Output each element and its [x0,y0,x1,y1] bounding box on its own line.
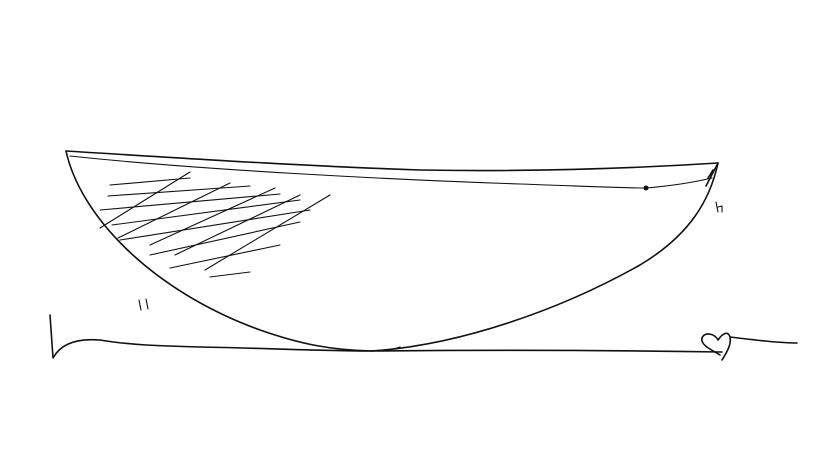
small-mark [138,298,149,311]
small-mark-bow [715,201,723,213]
hull-rim [65,150,719,191]
water-line [49,314,798,361]
bow-tip [705,162,719,187]
hull-outline [65,150,719,352]
hull-hatching [99,171,331,278]
rim-dot [643,185,649,191]
